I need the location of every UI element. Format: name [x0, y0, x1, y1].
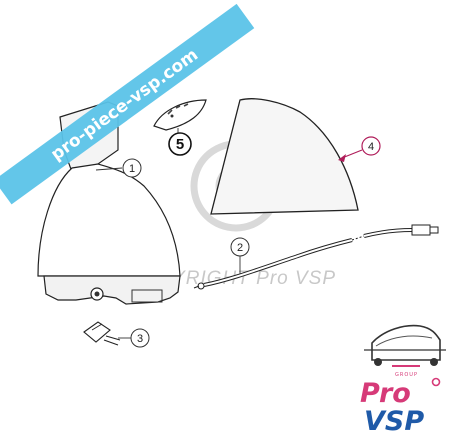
part-5-cover	[153, 99, 207, 131]
part-3-connector	[83, 321, 121, 346]
callout-1: 1	[95, 158, 142, 178]
callout-3-label: 3	[137, 333, 143, 345]
logo-group-text: GROUP	[395, 372, 418, 378]
part-1-housing	[37, 101, 181, 305]
part-4-shell	[210, 98, 359, 215]
callout-5-label: 5	[176, 136, 184, 153]
callout-3: 3	[118, 328, 150, 348]
callout-5: 5	[168, 128, 192, 156]
callout-4-label: 4	[368, 141, 374, 153]
logo-dot-icon	[431, 377, 441, 387]
callout-2-label: 2	[237, 242, 243, 254]
provsp-logo: GROUP Pro VSP	[360, 324, 446, 437]
part-2-cable	[193, 224, 439, 290]
car-icon	[371, 324, 441, 361]
callout-4: 4	[338, 136, 381, 162]
callout-2: 2	[230, 237, 250, 274]
logo-pro-text: Pro	[360, 378, 411, 409]
callout-1-label: 1	[129, 163, 135, 175]
logo-vsp-text: VSP	[364, 406, 424, 437]
